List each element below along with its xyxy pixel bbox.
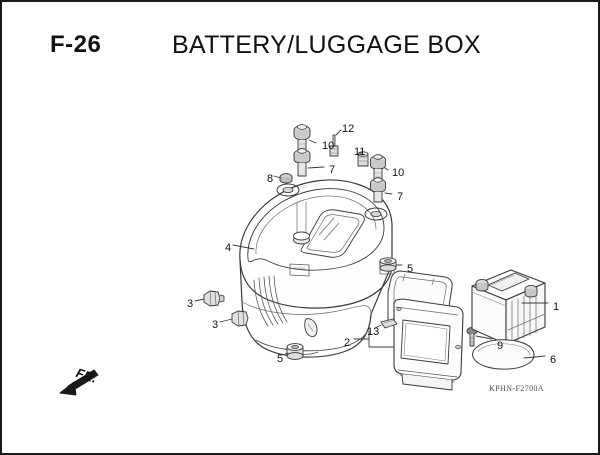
bolt-washer-left-part: [293, 148, 311, 177]
callout-clip-upper: 3: [187, 298, 194, 310]
callout-rubber-seal: 6: [550, 354, 557, 366]
battery-part: [471, 269, 546, 345]
callout-nut: 8: [267, 173, 274, 185]
luggage-box-part: [239, 179, 395, 358]
callout-bolt-washer-right: 7: [397, 191, 404, 203]
page-header: F-26 BATTERY/LUGGAGE BOX: [2, 28, 598, 68]
bolt-washer-right-part: [370, 177, 386, 203]
callout-grommet-right: 5: [407, 263, 414, 275]
pin-part: [329, 134, 339, 157]
callout-clip-lower: 3: [212, 319, 219, 331]
callout-collar: 11: [354, 146, 366, 158]
front-marker: FR.: [54, 364, 114, 404]
battery-cover-part: [387, 270, 464, 391]
clip-small-part: [380, 318, 398, 329]
figure-number: F-26: [50, 31, 102, 58]
callout-battery: 1: [553, 301, 560, 313]
catalog-part-code: KPHN-F2700A: [489, 384, 545, 393]
grommet-lower-part: [286, 343, 304, 360]
callout-pin: 12: [342, 123, 355, 135]
rubber-seal-part: [472, 339, 535, 370]
callout-bolt-long-right: 10: [392, 167, 405, 179]
page-title: BATTERY/LUGGAGE BOX: [172, 31, 482, 59]
callout-luggage-box: 4: [225, 242, 232, 254]
front-direction-arrow: [59, 369, 99, 396]
callout-screw: 9: [497, 340, 504, 352]
front-marker-label: FR.: [74, 365, 99, 386]
clip-lower-part: [231, 310, 249, 327]
grommet-right-part: [379, 257, 397, 272]
callout-clip-small: 13: [367, 326, 380, 338]
callout-bolt-long-left: 10: [322, 140, 335, 152]
callout-grommet-lower: 5: [277, 353, 284, 365]
clip-upper-part: [203, 290, 225, 307]
nut-part: [279, 173, 293, 184]
callout-bolt-washer-left: 7: [329, 164, 336, 176]
callout-battery-cover: 2: [344, 337, 351, 349]
